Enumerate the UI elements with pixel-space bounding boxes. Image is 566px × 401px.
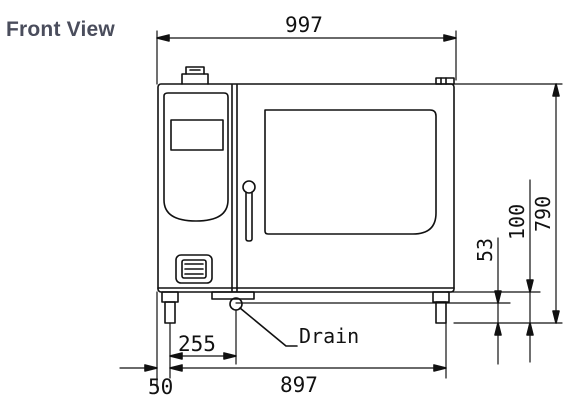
control-panel — [163, 92, 229, 284]
dim-overall-height-label: 790 — [531, 196, 555, 232]
dimension-overall-height — [453, 83, 563, 324]
door-handle — [242, 180, 256, 194]
control-knob — [175, 254, 213, 284]
dim-leg-height-label: 100 — [505, 204, 529, 240]
display-screen — [170, 119, 224, 151]
top-vent-knob — [181, 66, 209, 85]
drain-fitting — [211, 291, 298, 347]
door — [242, 109, 437, 242]
drain-label: Drain — [299, 324, 359, 348]
oven-body — [157, 83, 455, 293]
dim-drain-height-label: 53 — [473, 238, 497, 262]
dim-base-width-label: 897 — [280, 373, 318, 397]
dim-overall-width-label: 997 — [285, 13, 323, 37]
dimension-drain-height — [235, 237, 511, 365]
dimension-leg-height — [446, 179, 541, 363]
dim-side-offset-label: 50 — [148, 375, 173, 399]
top-hinge — [435, 77, 455, 85]
dimension-base-width — [169, 364, 447, 372]
dim-drain-offset-label: 255 — [178, 332, 216, 356]
dimension-drain-offset — [169, 352, 237, 360]
page-title: Front View — [6, 18, 115, 41]
door-window — [264, 109, 437, 235]
dimension-overall-width — [156, 30, 457, 85]
feet — [161, 291, 450, 324]
